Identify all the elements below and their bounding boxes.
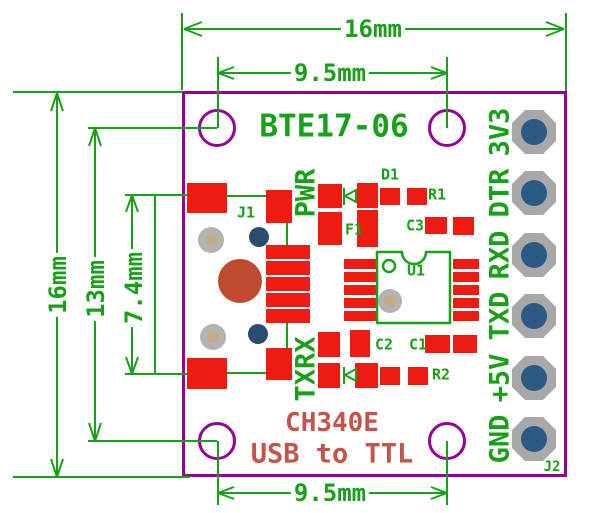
header-pin-3v3 bbox=[512, 110, 556, 154]
dim-board-width: 16mm bbox=[341, 17, 405, 41]
pad-c3-left bbox=[425, 217, 447, 234]
dim-top-hole-spacing: 9.5mm bbox=[290, 61, 370, 85]
pin-label-5v: +5V bbox=[484, 353, 516, 403]
dim-board-height: 16mm bbox=[44, 253, 72, 317]
u1-pin-pad bbox=[344, 311, 377, 321]
pin-label-3v3: 3V3 bbox=[484, 107, 516, 157]
mounting-hole-bottom-right bbox=[428, 422, 466, 460]
usb-pad-top-middle bbox=[266, 190, 292, 223]
board-name-label: BTE17-06 bbox=[259, 108, 409, 145]
u1-pin-pad bbox=[344, 272, 377, 282]
header-pin-5v bbox=[512, 356, 556, 400]
pad-r1 bbox=[407, 188, 427, 205]
refdes-u1: U1 bbox=[406, 261, 426, 280]
pad-f1-right bbox=[357, 210, 378, 247]
dim-bottom-hole-spacing: 9.5mm bbox=[290, 481, 370, 505]
usb-pad-bottom-middle bbox=[266, 348, 292, 380]
refdes-c1: C1 bbox=[408, 335, 428, 354]
refdes-c2: C2 bbox=[374, 335, 394, 354]
pad-r2-right bbox=[408, 367, 428, 385]
header-pin-gnd bbox=[512, 417, 556, 461]
usb-via-hole bbox=[248, 324, 268, 344]
refdes-j1: J1 bbox=[236, 203, 256, 222]
u1-pin-pad bbox=[453, 298, 479, 308]
usb-via-hole bbox=[249, 227, 269, 247]
pwr-led-label: PWR bbox=[290, 168, 322, 218]
pin-label-dtr: DTR bbox=[484, 168, 516, 218]
usb-shield-pad-top bbox=[187, 183, 227, 213]
pad-c2-left bbox=[318, 332, 340, 357]
header-pin-rxd bbox=[512, 233, 556, 277]
u1-pin-pad bbox=[453, 285, 479, 295]
pad-d1-right bbox=[357, 183, 378, 208]
pin-label-rxd: RXD bbox=[484, 230, 516, 280]
refdes-r1: R1 bbox=[427, 185, 447, 204]
pad-f1-left bbox=[318, 212, 342, 245]
hole-center bbox=[207, 331, 219, 343]
hole-center bbox=[205, 234, 217, 246]
mounting-hole-bottom-left bbox=[198, 422, 236, 460]
pad-c3-right bbox=[453, 217, 474, 235]
u1-pin-pad bbox=[453, 272, 479, 282]
txrx-led-label: TXRX bbox=[290, 336, 322, 402]
usb-contact-pad bbox=[266, 293, 310, 307]
usb-shield-pad-bottom bbox=[187, 358, 227, 389]
u1-pin-pad bbox=[344, 259, 377, 269]
usb-shell-hole bbox=[218, 259, 262, 303]
mounting-hole-top-left bbox=[198, 109, 236, 147]
chip-name-label: CH340E bbox=[285, 408, 379, 438]
usb-contact-pad bbox=[266, 309, 310, 323]
pad-r2-left bbox=[380, 367, 400, 385]
refdes-d1: D1 bbox=[380, 165, 400, 184]
pad-d2-left bbox=[318, 363, 340, 388]
pad-d2-right bbox=[355, 363, 378, 388]
u1-pin-pad bbox=[453, 311, 479, 321]
dim-usb-pad-spacing: 7.4mm bbox=[120, 248, 148, 328]
pad-c2-right bbox=[350, 330, 370, 357]
u1-pin-pad bbox=[344, 285, 377, 295]
refdes-f1: F1 bbox=[344, 220, 364, 239]
header-pin-txd bbox=[512, 294, 556, 338]
usb-contact-pad bbox=[266, 277, 310, 291]
pad-c1-right bbox=[453, 335, 477, 353]
dim-vertical-hole-spacing: 13mm bbox=[82, 257, 110, 321]
pad-c1-left bbox=[425, 335, 450, 353]
mounting-hole-top-right bbox=[428, 109, 466, 147]
pad-d1-left bbox=[318, 184, 342, 208]
function-label: USB to TTL bbox=[250, 438, 414, 470]
pin-label-txd: TXD bbox=[484, 291, 516, 341]
refdes-c3: C3 bbox=[405, 216, 425, 235]
header-pin-dtr bbox=[512, 171, 556, 215]
pin-label-gnd: GND bbox=[484, 414, 516, 464]
usb-alignment-hole bbox=[200, 324, 226, 350]
u1-pin-pad bbox=[344, 298, 377, 308]
pad-d1-small bbox=[380, 188, 400, 205]
usb-contact-pad bbox=[266, 245, 310, 259]
refdes-r2: R2 bbox=[431, 365, 451, 384]
u1-pin-pad bbox=[453, 259, 479, 269]
usb-contact-pad bbox=[266, 261, 310, 275]
refdes-j2: J2 bbox=[543, 459, 561, 475]
usb-alignment-hole bbox=[198, 227, 224, 253]
